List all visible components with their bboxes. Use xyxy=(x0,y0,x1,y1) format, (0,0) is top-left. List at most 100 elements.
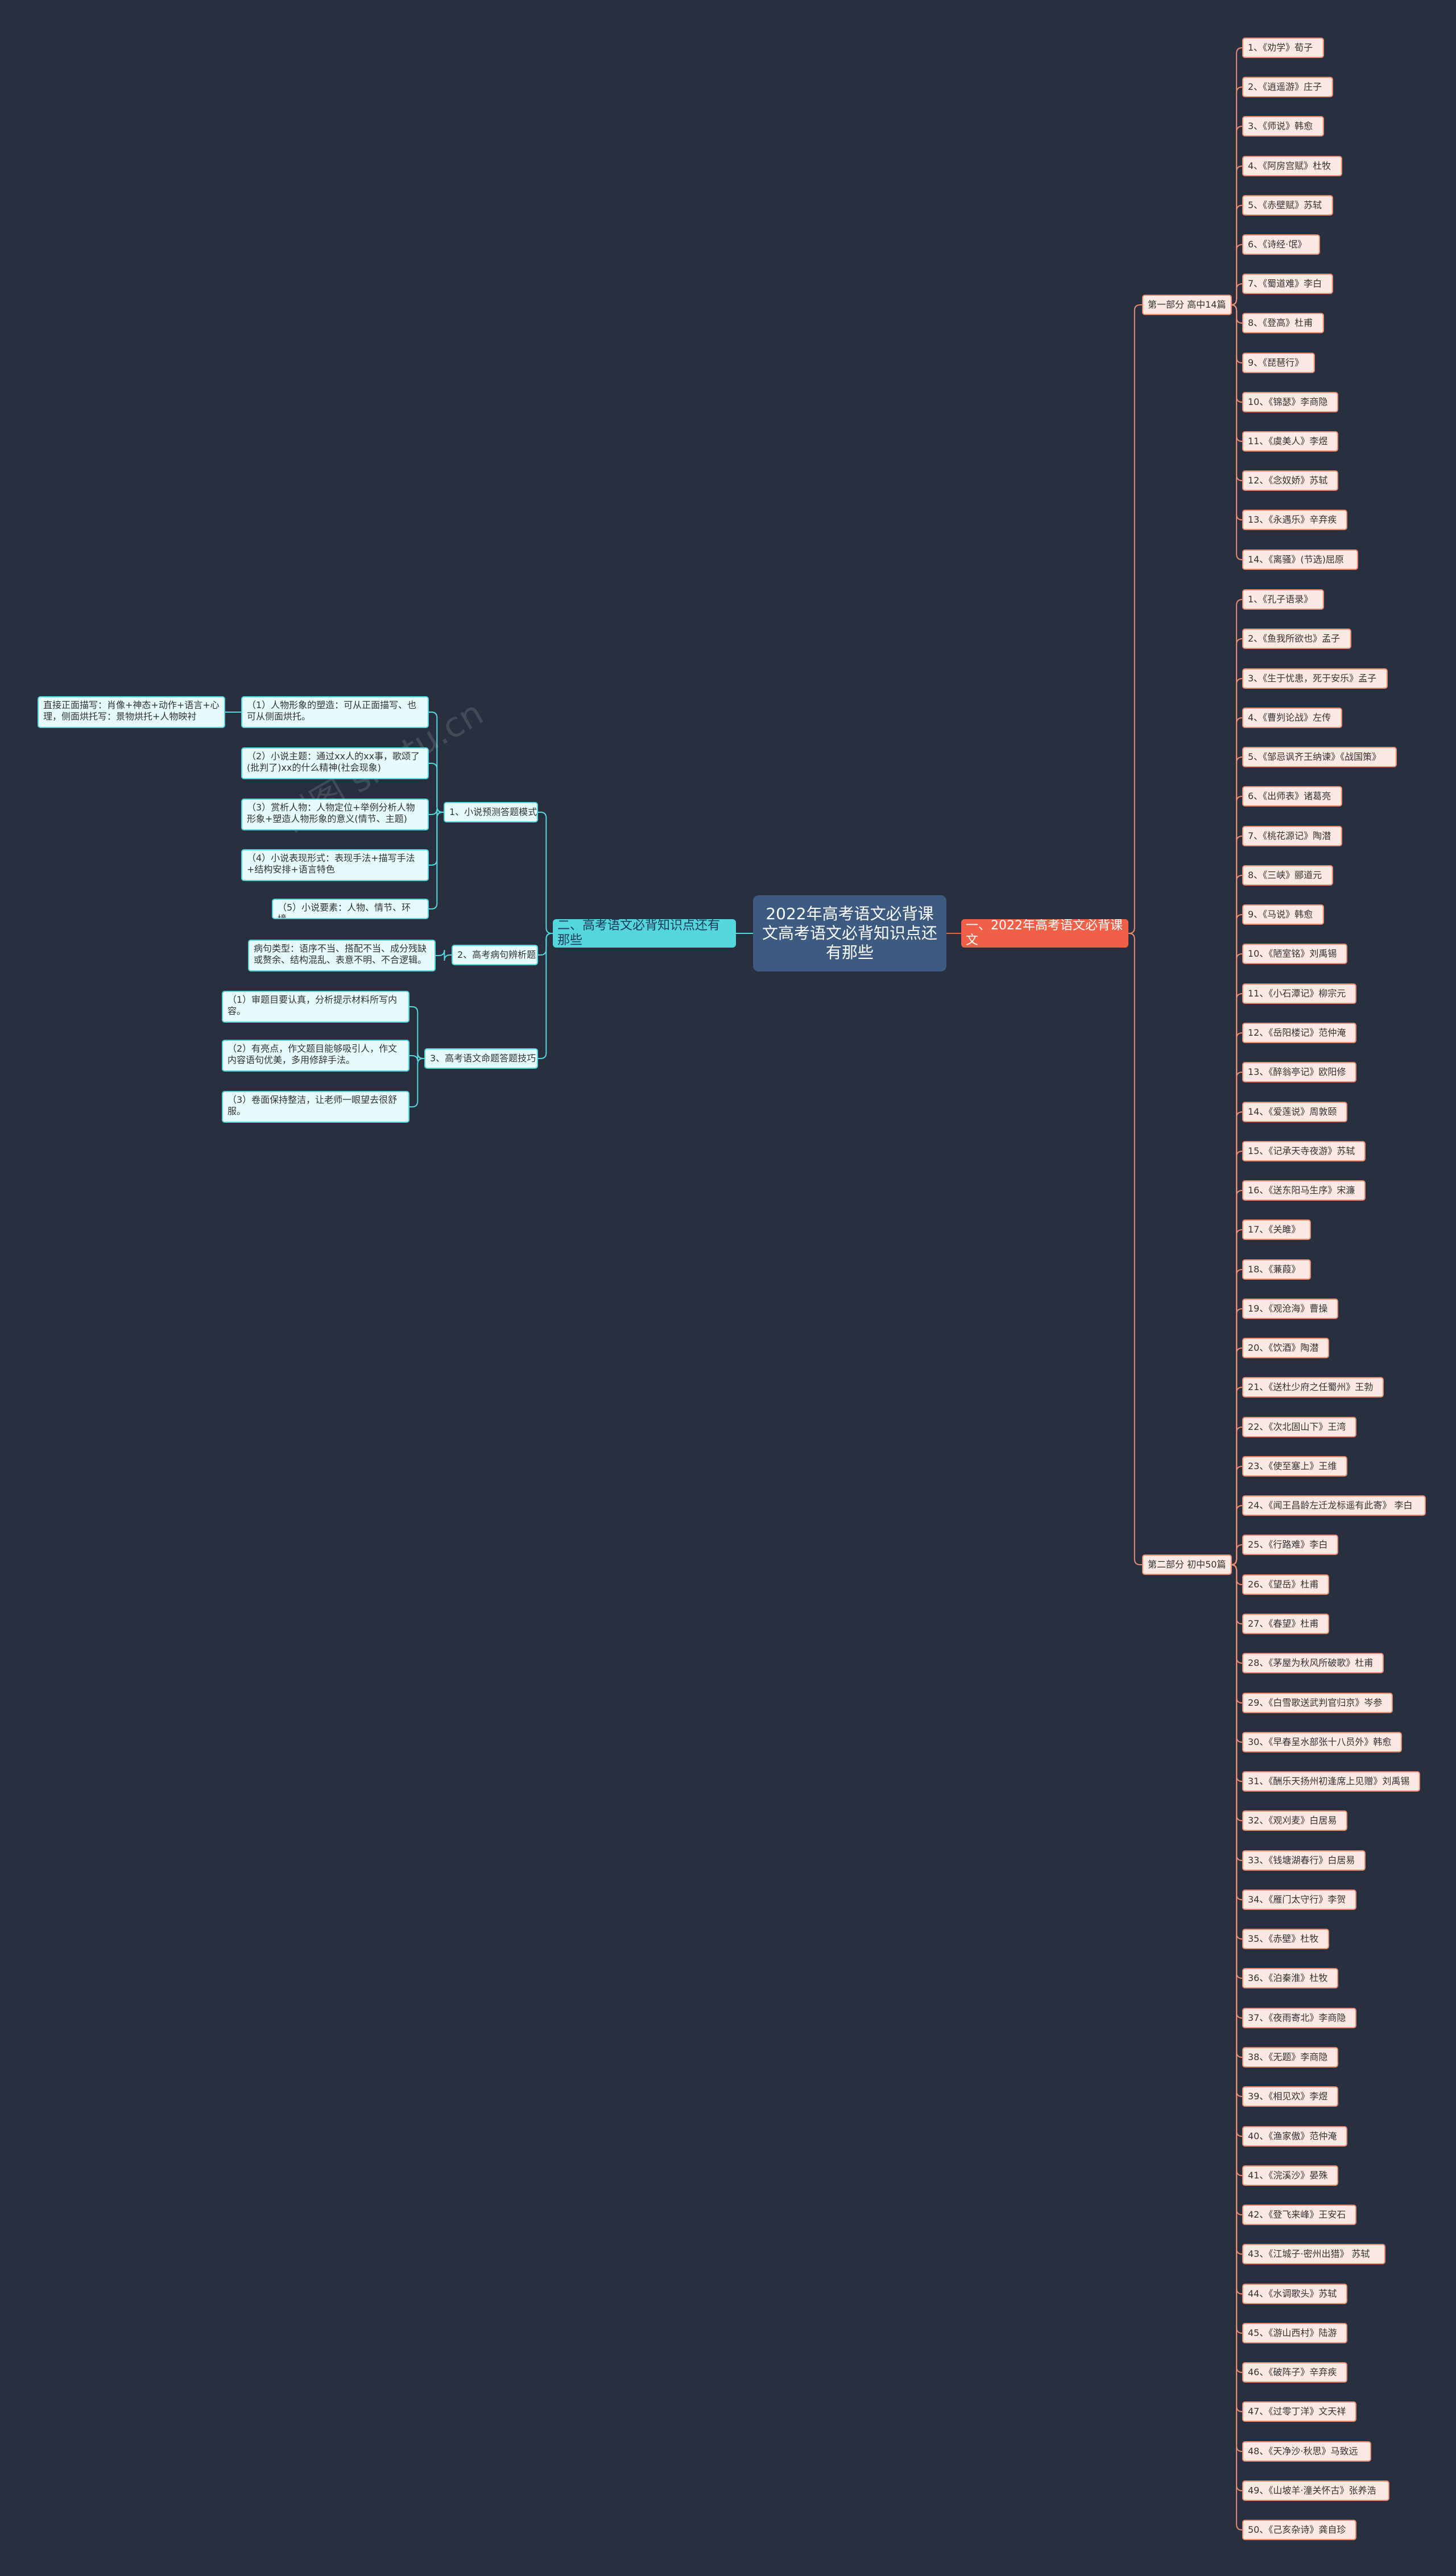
branch-left[interactable]: 二、高考语文必背知识点还有那些 xyxy=(553,919,736,948)
text-item[interactable]: 48、《天净沙·秋思》马致远 xyxy=(1242,2441,1371,2462)
text-item[interactable]: 1、《劝学》荀子 xyxy=(1242,38,1324,58)
text-item[interactable]: 3、《师说》韩愈 xyxy=(1242,116,1324,137)
branch-right[interactable]: 一、2022年高考语文必背课文 xyxy=(961,919,1128,948)
text-item-title: 1、《劝学》荀子 xyxy=(1248,42,1313,53)
link-right-leaf xyxy=(1231,1426,1243,1565)
text-item[interactable]: 2、《逍遥游》庄子 xyxy=(1242,77,1333,97)
text-item[interactable]: 26、《望岳》杜甫 xyxy=(1242,1574,1329,1595)
root-topic[interactable]: 2022年高考语文必背课文高考语文必背知识点还有那些 xyxy=(753,895,946,971)
leaf-novel-form[interactable]: （4）小说表现形式：表现手法+描写手法+结构安排+语言特色 xyxy=(241,849,429,881)
text-item-title: 30、《早春呈水部张十八员外》韩愈 xyxy=(1248,1736,1392,1747)
link-right-leaf xyxy=(1231,244,1243,305)
text-item[interactable]: 18、《蒹葭》 xyxy=(1242,1259,1311,1280)
text-item[interactable]: 11、《小石潭记》柳宗元 xyxy=(1242,983,1356,1004)
text-item[interactable]: 19、《观沧海》曹操 xyxy=(1242,1299,1338,1319)
text-item[interactable]: 22、《次北固山下》王湾 xyxy=(1242,1417,1356,1437)
text-item[interactable]: 46、《破阵子》辛弃疾 xyxy=(1242,2362,1347,2383)
leaf-character-analysis[interactable]: （3）赏析人物：人物定位+举例分析人物形象+塑造人物形象的意义(情节、主题) xyxy=(241,799,429,830)
text-item-title: 11、《虞美人》李煜 xyxy=(1248,436,1328,446)
link-right-leaf xyxy=(1231,599,1243,1565)
text-item[interactable]: 29、《白雪歌送武判官归京》岑参 xyxy=(1242,1693,1393,1713)
section-high-school-14[interactable]: 第一部分 高中14篇 xyxy=(1142,295,1232,315)
text-item[interactable]: 25、《行路难》李白 xyxy=(1242,1535,1338,1555)
text-item[interactable]: 21、《送杜少府之任蜀州》王勃 xyxy=(1242,1377,1384,1397)
text-item[interactable]: 9、《马说》韩愈 xyxy=(1242,904,1324,925)
text-item[interactable]: 1、《孔子语录》 xyxy=(1242,589,1324,610)
text-item[interactable]: 20、《饮酒》陶潜 xyxy=(1242,1338,1329,1358)
text-item[interactable]: 3、《生于忧患，死于安乐》孟子 xyxy=(1242,668,1388,689)
text-item[interactable]: 43、《江城子·密州出猎》 苏轼 xyxy=(1242,2244,1385,2264)
leaf-tip-highlights[interactable]: （2）有亮点，作文题目能够吸引人，作文内容语句优美，多用修辞手法。 xyxy=(222,1040,410,1072)
text-item-title: 13、《永遇乐》辛弃疾 xyxy=(1248,514,1337,525)
text-item[interactable]: 27、《春望》杜甫 xyxy=(1242,1614,1329,1634)
text-item[interactable]: 14、《爱莲说》周敦颐 xyxy=(1242,1102,1347,1122)
text-item[interactable]: 10、《锦瑟》李商隐 xyxy=(1242,392,1338,412)
text-item[interactable]: 16、《送东阳马生序》宋濂 xyxy=(1242,1180,1366,1201)
text-item[interactable]: 36、《泊秦淮》杜牧 xyxy=(1242,1968,1338,1988)
text-item[interactable]: 30、《早春呈水部张十八员外》韩愈 xyxy=(1242,1732,1402,1752)
link-right-leaf xyxy=(1231,1387,1243,1565)
text-item[interactable]: 4、《曹刿论战》左传 xyxy=(1242,708,1342,728)
text-item[interactable]: 33、《钱塘湖春行》白居易 xyxy=(1242,1850,1366,1871)
leaf-tip-neatness[interactable]: （3）卷面保持整洁，让老师一眼望去很舒服。 xyxy=(222,1091,410,1123)
text-item[interactable]: 12、《岳阳楼记》范仲淹 xyxy=(1242,1023,1356,1043)
text-item[interactable]: 49、《山坡羊·潼关怀古》张养浩 xyxy=(1242,2480,1389,2501)
text-item[interactable]: 15、《记承天寺夜游》苏轼 xyxy=(1242,1141,1366,1161)
text-item[interactable]: 11、《虞美人》李煜 xyxy=(1242,431,1338,452)
text-item[interactable]: 24、《闻王昌龄左迁龙标遥有此寄》 李白 xyxy=(1242,1495,1426,1516)
text-item[interactable]: 32、《观刈麦》白居易 xyxy=(1242,1810,1347,1831)
text-item[interactable]: 50、《己亥杂诗》龚自珍 xyxy=(1242,2520,1356,2540)
leaf-novel-theme[interactable]: （2）小说主题：通过xx人的xx事，歌颂了(批判了)xx的什么精神(社会现象) xyxy=(241,747,429,779)
text-item[interactable]: 35、《赤壁》杜牧 xyxy=(1242,1929,1329,1949)
leaf-tip-read-question[interactable]: （1）审题目要认真，分析提示材料所写内容。 xyxy=(222,991,410,1023)
text-item-title: 49、《山坡羊·潼关怀古》张养浩 xyxy=(1248,2485,1376,2496)
text-item[interactable]: 5、《邹忌讽齐王纳谏》《战国策》 xyxy=(1242,747,1397,767)
text-item[interactable]: 2、《鱼我所欲也》孟子 xyxy=(1242,629,1351,649)
text-item[interactable]: 8、《登高》杜甫 xyxy=(1242,313,1324,333)
text-item[interactable]: 9、《琵琶行》 xyxy=(1242,353,1315,373)
link-right-leaf xyxy=(1231,1505,1243,1565)
text-item[interactable]: 7、《蜀道难》李白 xyxy=(1242,274,1333,294)
text-item[interactable]: 7、《桃花源记》陶潜 xyxy=(1242,826,1342,846)
leaf-character-portrayal[interactable]: （1）人物形象的塑造：可从正面描写、也可从侧面烘托。 xyxy=(241,696,429,728)
text-item[interactable]: 10、《陋室铭》刘禹锡 xyxy=(1242,944,1347,964)
section-middle-school-50[interactable]: 第二部分 初中50篇 xyxy=(1142,1554,1232,1575)
text-item[interactable]: 12、《念奴娇》苏轼 xyxy=(1242,470,1338,491)
text-item[interactable]: 39、《相见欢》李煜 xyxy=(1242,2086,1338,2107)
text-item[interactable]: 6、《诗经·氓》 xyxy=(1242,234,1320,255)
text-item-title: 36、《泊秦淮》杜牧 xyxy=(1248,1973,1328,1983)
leaf-text: （2）小说主题：通过xx人的xx事，歌颂了(批判了)xx的什么精神(社会现象) xyxy=(247,751,420,773)
text-item[interactable]: 42、《登飞来峰》王安石 xyxy=(1242,2205,1356,2225)
text-item[interactable]: 23、《使至塞上》王维 xyxy=(1242,1456,1347,1477)
text-item[interactable]: 38、《无题》李商隐 xyxy=(1242,2047,1338,2068)
section-novel-answer-pattern[interactable]: 1、小说预测答题模式 xyxy=(444,802,538,822)
text-item[interactable]: 8、《三峡》郦道元 xyxy=(1242,865,1333,886)
text-item-title: 21、《送杜少府之任蜀州》王勃 xyxy=(1248,1382,1374,1392)
text-item[interactable]: 41、《浣溪沙》晏殊 xyxy=(1242,2165,1338,2186)
leaf-novel-elements[interactable]: （5）小说要素：人物、情节、环境。 xyxy=(272,899,429,919)
text-item[interactable]: 13、《永遇乐》辛弃疾 xyxy=(1242,510,1347,530)
text-item-title: 5、《邹忌讽齐王纳谏》《战国策》 xyxy=(1248,751,1381,762)
text-item[interactable]: 5、《赤壁赋》苏轼 xyxy=(1242,195,1333,216)
text-item[interactable]: 17、《关雎》 xyxy=(1242,1219,1311,1240)
text-item[interactable]: 34、《雁门太守行》李贺 xyxy=(1242,1889,1356,1910)
text-item-title: 27、《春望》杜甫 xyxy=(1248,1618,1319,1629)
link-right-leaf xyxy=(1231,1564,1243,1940)
section-sentence-error[interactable]: 2、高考病句辨析题 xyxy=(452,945,538,965)
text-item[interactable]: 37、《夜雨寄北》李商隐 xyxy=(1242,2008,1356,2028)
text-item[interactable]: 47、《过零丁洋》文天祥 xyxy=(1242,2401,1356,2422)
text-item[interactable]: 6、《出师表》诸葛亮 xyxy=(1242,786,1342,807)
leaf-error-types[interactable]: 病句类型：语序不当、搭配不当、成分残缺或赘余、结构混乱、表意不明、不合逻辑。 xyxy=(248,940,436,971)
link-right-leaf xyxy=(1231,304,1243,481)
text-item[interactable]: 28、《茅屋为秋风所破歌》杜甫 xyxy=(1242,1653,1384,1673)
section-exam-tips[interactable]: 3、高考语文命题答题技巧 xyxy=(424,1048,538,1069)
text-item[interactable]: 45、《游山西村》陆游 xyxy=(1242,2323,1347,2343)
text-item[interactable]: 44、《水调歌头》苏轼 xyxy=(1242,2284,1347,2304)
text-item[interactable]: 40、《渔家傲》范仲淹 xyxy=(1242,2126,1347,2147)
text-item[interactable]: 13、《醉翁亭记》欧阳修 xyxy=(1242,1062,1356,1082)
leaf-direct-indirect-description[interactable]: 直接正面描写：肖像+神态+动作+语言+心理，侧面烘托写：景物烘托+人物映衬 xyxy=(38,696,225,728)
link-right-leaf xyxy=(1231,1032,1243,1565)
text-item[interactable]: 14、《离骚》(节选)屈原 xyxy=(1242,549,1358,570)
text-item[interactable]: 31、《酬乐天扬州初逢席上见赠》刘禹锡 xyxy=(1242,1771,1420,1792)
text-item[interactable]: 4、《阿房宫赋》杜牧 xyxy=(1242,156,1342,176)
